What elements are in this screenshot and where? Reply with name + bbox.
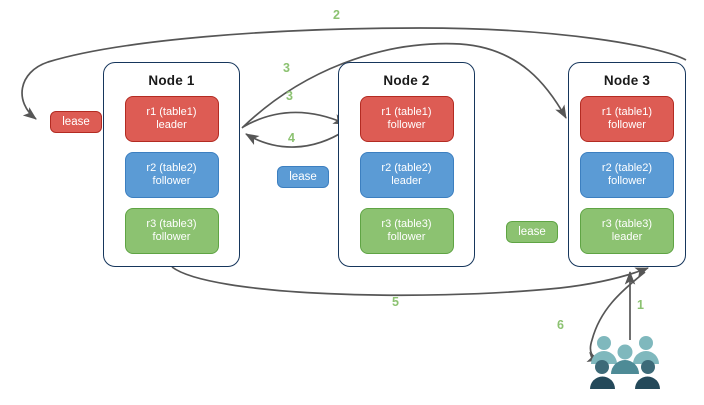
replica-name: r2 (table2) (601, 161, 653, 174)
replica-role: follower (387, 119, 426, 131)
replica-n3-r3[interactable]: r3 (table3) leader (580, 208, 674, 254)
replica-n3-r1[interactable]: r1 (table1) follower (580, 96, 674, 142)
replica-n2-r2[interactable]: r2 (table2) leader (359, 152, 454, 198)
replica-list-2: r1 (table1) follower r2 (table2) leader … (339, 96, 474, 254)
replica-role: leader (156, 119, 187, 131)
replica-role: follower (608, 175, 646, 187)
replica-role: follower (608, 119, 646, 131)
replica-list-3: r1 (table1) follower r2 (table2) followe… (569, 96, 685, 254)
step-label-5: 5 (392, 295, 399, 309)
replica-n1-r3[interactable]: r3 (table3) follower (124, 208, 219, 254)
node-container-1[interactable]: Node 1 r1 (table1) leader r2 (table2) fo… (103, 62, 240, 267)
step-label-4: 4 (288, 131, 295, 145)
replica-n1-r2[interactable]: r2 (table2) follower (124, 152, 219, 198)
replica-name: r1 (table1) (146, 105, 197, 118)
replica-list-1: r1 (table1) leader r2 (table2) follower … (104, 96, 239, 254)
lease-chip-r2[interactable]: lease (277, 166, 329, 188)
node-title-2: Node 2 (383, 73, 430, 88)
replica-n2-r3[interactable]: r3 (table3) follower (359, 208, 454, 254)
replica-name: r2 (table2) (146, 161, 197, 174)
replica-name: r3 (table3) (601, 217, 653, 230)
users-back-row (591, 336, 659, 364)
replica-role: leader (611, 231, 643, 243)
node-title-1: Node 1 (148, 73, 195, 88)
replica-name: r1 (table1) (601, 105, 653, 118)
replica-name: r3 (table3) (381, 217, 432, 230)
edge-step-4 (245, 129, 347, 148)
node-title-3: Node 3 (603, 73, 651, 88)
replica-role: follower (387, 231, 426, 243)
replica-n1-r1[interactable]: r1 (table1) leader (124, 96, 219, 142)
replica-role: leader (391, 175, 422, 187)
replica-name: r1 (table1) (381, 105, 432, 118)
replica-name: r3 (table3) (146, 217, 197, 230)
users-front-bodies (590, 376, 660, 389)
replica-n3-r2[interactable]: r2 (table2) follower (580, 152, 674, 198)
replica-role: follower (152, 231, 191, 243)
replica-name: r2 (table2) (381, 161, 432, 174)
lease-chip-r3[interactable]: lease (506, 221, 558, 243)
users-middle-row (611, 360, 639, 374)
replica-n2-r1[interactable]: r1 (table1) follower (359, 96, 454, 142)
step-label-3b: 3 (286, 89, 293, 103)
node-container-3[interactable]: Node 3 r1 (table1) follower r2 (table2) … (568, 62, 686, 267)
step-label-3a: 3 (283, 61, 290, 75)
edge-step-5 (171, 266, 649, 297)
edge-step-3-to-node2 (242, 111, 347, 128)
node-container-2[interactable]: Node 2 r1 (table1) follower r2 (table2) … (338, 62, 475, 267)
step-label-2: 2 (333, 8, 340, 22)
step-label-1: 1 (637, 298, 644, 312)
users-front-row (595, 360, 655, 374)
replica-role: follower (152, 175, 191, 187)
step-label-6: 6 (557, 318, 564, 332)
users-icon[interactable] (588, 334, 662, 390)
lease-chip-r1[interactable]: lease (50, 111, 102, 133)
